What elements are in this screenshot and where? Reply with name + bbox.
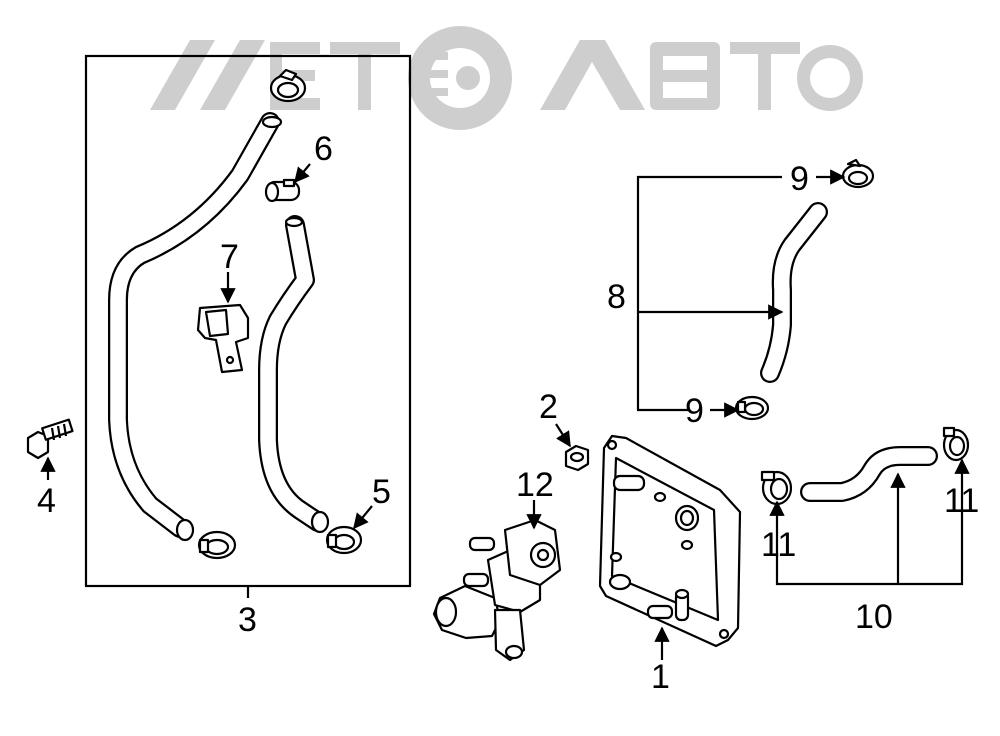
callout-1: 1 <box>651 658 670 696</box>
hose-clamp-9-top <box>841 158 875 189</box>
nut-2 <box>564 444 590 472</box>
short-hose <box>258 215 330 534</box>
callout-6: 6 <box>314 130 333 168</box>
hose-clamp-9-bottom <box>734 395 770 421</box>
callout-9-top: 9 <box>790 160 809 198</box>
long-hose <box>108 112 283 542</box>
hose-10 <box>800 446 938 502</box>
callout-5: 5 <box>372 473 391 511</box>
hose-clamp-11-right <box>942 426 970 462</box>
watermark-logo <box>150 26 863 130</box>
valve-assembly-12 <box>432 518 562 662</box>
leader-lines <box>40 163 970 660</box>
callout-8: 8 <box>607 278 626 316</box>
callout-12: 12 <box>516 466 554 504</box>
hose-clamp-11-left <box>760 470 793 506</box>
hose-clamp-lower-left <box>197 530 237 560</box>
hose-clamp-6 <box>264 178 301 203</box>
bracket-7 <box>196 303 250 374</box>
callout-7: 7 <box>220 238 239 276</box>
callout-11-left: 11 <box>761 526 796 564</box>
bolt-4 <box>26 418 74 460</box>
callout-4: 4 <box>37 482 56 520</box>
hose-8 <box>760 202 828 383</box>
callout-11-right: 11 <box>944 482 979 520</box>
hose-clamp-5 <box>325 525 363 555</box>
hose-clamp-top <box>269 68 307 103</box>
callout-3: 3 <box>238 601 257 639</box>
oil-cooler-1 <box>598 434 742 648</box>
callout-10: 10 <box>855 598 893 636</box>
callout-9-bottom: 9 <box>685 392 704 430</box>
callout-2: 2 <box>539 388 558 426</box>
